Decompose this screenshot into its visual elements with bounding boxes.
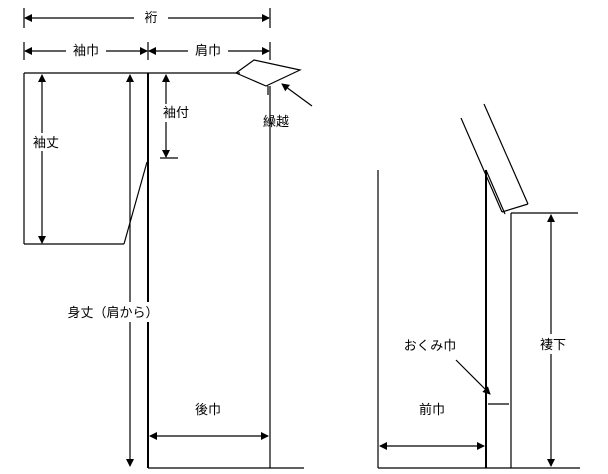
sodetake-label-bg <box>30 133 62 151</box>
maehaba-label: 前巾 <box>419 402 445 418</box>
collar-outer-edge <box>483 103 529 205</box>
tsumashita-label: 褄下 <box>540 338 566 353</box>
kurikoshi-label: 繰越 <box>263 115 289 130</box>
kurikoshi-leader <box>281 83 313 107</box>
back-view: 裄 袖巾 肩巾 袖丈 袖付 繰越 身丈（肩から） 後巾 <box>23 6 313 469</box>
sodehaba-label-bg <box>66 40 106 60</box>
okumihaba-leader <box>455 359 491 395</box>
tsumashita-label-bg <box>536 334 570 354</box>
collar-inner-edge <box>460 117 503 213</box>
sodehaba-label: 袖巾 <box>73 44 99 59</box>
yuki-label: 裄 <box>144 11 157 26</box>
sodetsuke-label: 袖付 <box>163 106 189 121</box>
okumihaba-label: おくみ巾 <box>404 339 457 354</box>
katahaba-label: 肩巾 <box>195 43 221 59</box>
mitake-label-bg <box>66 302 160 322</box>
collar-end <box>501 203 529 213</box>
front-view: 褄下 前巾 おくみ巾 <box>377 103 580 469</box>
kurikoshi-notch <box>235 59 302 87</box>
sodetake-label: 袖丈 <box>33 136 59 151</box>
collar-join <box>485 169 506 215</box>
yuki-label-bg <box>134 6 168 26</box>
mitake-label: 身丈（肩から） <box>67 305 158 321</box>
katahaba-label-bg <box>188 40 228 60</box>
sleeve-curve <box>123 161 148 245</box>
ushirohaba-label: 後巾 <box>195 403 221 418</box>
sodetsuke-label-bg <box>161 104 191 122</box>
